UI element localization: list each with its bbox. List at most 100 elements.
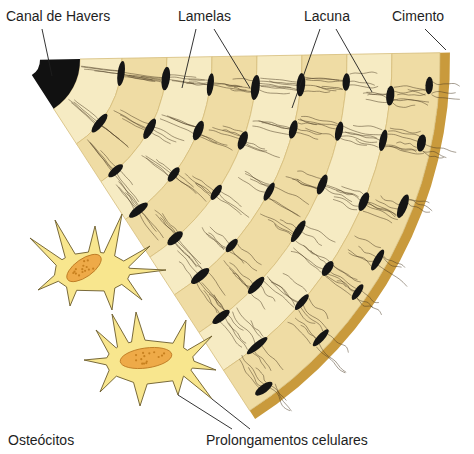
canaliculus: [118, 182, 139, 206]
canaliculus: [262, 346, 283, 370]
lacuna-shape: [236, 130, 251, 151]
chromatin-dot: [140, 358, 142, 360]
lacuna-shape: [287, 119, 299, 139]
canaliculus: [409, 199, 430, 203]
canaliculus: [334, 197, 359, 206]
canaliculus: [256, 368, 267, 383]
canaliculus: [212, 127, 241, 136]
chromatin-dot: [153, 351, 155, 353]
canaliculus: [333, 199, 357, 209]
canaliculus: [128, 77, 163, 83]
canaliculus: [432, 92, 456, 94]
canaliculus: [383, 256, 405, 268]
canaliculus: [188, 257, 202, 270]
canaliculus: [101, 126, 128, 147]
chromatin-dot: [148, 352, 150, 354]
lacuna-shape: [127, 200, 150, 220]
canaliculus: [124, 75, 161, 80]
lacuna-shape: [333, 121, 345, 142]
canaliculus: [362, 291, 379, 303]
canaliculus: [272, 386, 291, 411]
canaliculus: [119, 187, 136, 208]
chromatin-dot: [88, 269, 90, 271]
leader-line: [42, 29, 52, 76]
canaliculus: [383, 145, 417, 150]
canaliculus: [252, 126, 288, 135]
canaliculus: [251, 320, 263, 336]
canaliculus: [297, 171, 321, 179]
canaliculus: [324, 187, 352, 202]
canaliculus: [297, 128, 322, 134]
lacuna-shape: [311, 327, 331, 348]
canaliculus: [244, 145, 279, 158]
canaliculus: [333, 266, 357, 280]
canaliculus: [172, 81, 207, 85]
leader-line: [336, 29, 372, 92]
lacuna-shape: [206, 73, 215, 97]
canaliculus: [81, 67, 118, 71]
canaliculus: [349, 81, 374, 85]
lacuna-shape: [246, 275, 267, 297]
canaliculus: [100, 150, 115, 166]
canaliculus: [122, 119, 145, 131]
canaliculus: [259, 86, 297, 91]
chromatin-dot: [142, 352, 144, 354]
canaliculus: [319, 344, 346, 373]
canaliculus: [162, 115, 197, 127]
chromatin-dot: [81, 268, 83, 270]
lacuna-shape: [160, 66, 171, 90]
leader-line: [212, 399, 250, 429]
canaliculus: [189, 79, 208, 81]
canaliculus: [389, 146, 416, 152]
canaliculus: [349, 85, 378, 88]
canaliculus: [297, 179, 317, 188]
canaliculus: [239, 359, 259, 388]
lacuna-shape: [253, 379, 275, 398]
canaliculus: [271, 282, 297, 302]
osteocyte-cells: [30, 214, 216, 406]
canaliculus: [270, 388, 290, 411]
canaliculus: [220, 322, 242, 348]
canaliculus: [280, 220, 296, 229]
canaliculus: [199, 136, 232, 150]
lacuna-shape: [141, 117, 159, 141]
chromatin-dot: [143, 355, 145, 357]
canaliculus: [303, 245, 329, 261]
canaliculus: [357, 298, 373, 307]
leader-lines: [42, 29, 446, 429]
canaliculus: [397, 94, 425, 96]
canaliculus: [322, 86, 343, 89]
lacuna-shape: [315, 173, 330, 196]
haversian-canal: [32, 59, 80, 109]
canaliculus: [178, 239, 201, 264]
canaliculus: [242, 355, 265, 384]
lacuna-shape: [165, 229, 185, 248]
chromatin-dot: [75, 273, 77, 275]
canaliculus: [260, 285, 275, 301]
canaliculus: [364, 204, 395, 217]
canaliculus: [176, 177, 206, 202]
canaliculus: [432, 95, 460, 100]
canaliculus: [328, 334, 348, 352]
osteocyte-cell: [30, 214, 166, 310]
canaliculus: [74, 100, 98, 120]
canaliculus: [341, 138, 367, 145]
canaliculus: [91, 143, 112, 170]
canaliculus: [160, 218, 176, 234]
canaliculus: [267, 276, 294, 305]
canaliculus: [71, 103, 95, 124]
chromatin-dot: [84, 270, 86, 272]
canaliculus: [258, 89, 290, 94]
canaliculus: [169, 75, 196, 78]
chromatin-dot: [75, 268, 77, 270]
canaliculus: [178, 174, 194, 187]
canaliculus: [115, 175, 138, 207]
canaliculus: [253, 353, 266, 369]
canaliculus: [408, 203, 431, 213]
chromatin-dot: [158, 356, 160, 358]
canaliculus: [367, 202, 399, 218]
canaliculus: [326, 276, 346, 287]
lacuna-shape: [288, 219, 308, 244]
